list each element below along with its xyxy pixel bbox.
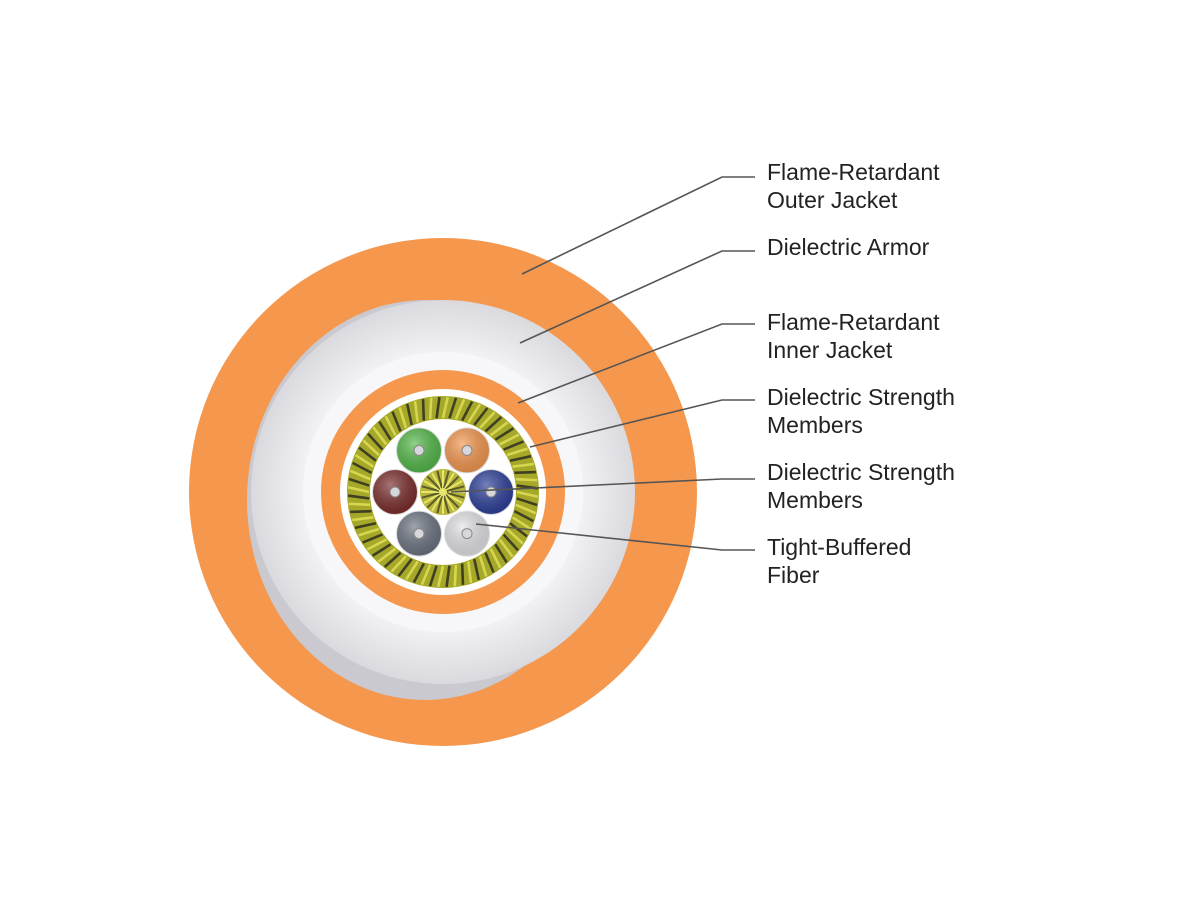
yarn-strand <box>467 561 473 583</box>
tight-buffered-fibers <box>371 426 515 558</box>
yarn-strand <box>354 453 375 468</box>
yarn-strand <box>460 563 465 585</box>
yarn-strand <box>397 558 413 577</box>
leader-line-strength-members-1 <box>529 399 755 448</box>
yarn-strand <box>499 433 520 446</box>
yarn-strand <box>514 470 536 475</box>
yarn-strand <box>413 401 419 423</box>
yarn-strand <box>351 461 373 474</box>
yarn-strand <box>512 462 534 468</box>
label-tight-buffered-fiber: Tight-Buffered Fiber <box>767 534 918 588</box>
yarn-strand <box>498 538 514 558</box>
leader-lines <box>450 176 755 551</box>
yarn-strand <box>473 558 481 581</box>
yarn-strand <box>484 416 503 433</box>
yarn-strand <box>515 503 537 515</box>
yarn-strand <box>421 399 426 421</box>
yarn-strand <box>378 420 392 441</box>
yarn-strand <box>441 396 450 419</box>
fiber-slate <box>395 509 443 558</box>
yarn-strand <box>347 485 370 494</box>
yarn-strand <box>436 565 445 588</box>
yarn-strand <box>516 497 538 507</box>
yarn-strand <box>509 522 528 538</box>
yarn-strand <box>358 527 380 537</box>
yarn-strand <box>348 502 371 507</box>
yarn-strand <box>489 421 509 437</box>
yarn-strand <box>366 538 387 551</box>
leader-line-tight-buffered-fiber <box>475 523 755 551</box>
yarn-strand <box>454 398 466 420</box>
yarn-strand <box>350 509 372 514</box>
yarn-strand <box>398 407 408 429</box>
yarn-strand <box>362 439 380 456</box>
yarn-strand <box>473 407 489 426</box>
yarn-strand <box>383 551 402 568</box>
yarn-strand <box>435 396 441 419</box>
leader-line-strength-members-2 <box>450 478 755 493</box>
yarn-strand <box>506 447 528 457</box>
yarn-strand <box>390 555 407 573</box>
yarn-strand <box>502 533 519 552</box>
yarn-strand <box>478 555 488 577</box>
label-strength-members-2: Dielectric Strength Members <box>767 459 961 513</box>
fiber-green <box>395 426 443 475</box>
yarn-strand <box>367 432 384 451</box>
yarn-strand <box>515 477 538 482</box>
yarn-strand <box>461 400 474 422</box>
yarn-strand <box>362 533 383 544</box>
yarn-strand <box>428 565 438 587</box>
yarn-strand <box>453 564 458 587</box>
yarn-strand <box>509 454 532 462</box>
label-outer-jacket: Flame-Retardant Outer Jacket <box>767 159 946 213</box>
label-inner-jacket: Flame-Retardant Inner Jacket <box>767 309 946 363</box>
yarn-strand <box>479 411 496 429</box>
yarn-strand <box>349 469 371 481</box>
yarn-strand <box>494 543 508 564</box>
yarn-strand <box>494 427 515 441</box>
leader-line-outer-jacket <box>521 176 755 275</box>
yarn-strand <box>347 494 370 500</box>
yarn-strand <box>511 516 532 531</box>
leader-line-inner-jacket <box>517 323 755 404</box>
yarn-strand <box>484 552 495 573</box>
yarn-strand <box>513 510 535 523</box>
yarn-strand <box>405 403 413 426</box>
yarn-strand <box>467 403 482 424</box>
fiber-orange <box>443 426 491 475</box>
yarn-strand <box>352 516 374 522</box>
fiber-white <box>443 509 491 558</box>
fiber-brown <box>371 468 419 516</box>
yarn-strand <box>391 411 402 432</box>
yarn-strand <box>420 564 432 586</box>
yarn-strand <box>358 446 377 462</box>
yarn-strand <box>371 543 392 557</box>
label-dielectric-armor: Dielectric Armor <box>767 234 930 260</box>
yarn-strand <box>489 548 502 569</box>
yarn-strand <box>404 560 419 581</box>
fiber-blue <box>467 468 515 516</box>
label-strength-members-1: Dielectric Strength Members <box>767 384 961 438</box>
yarn-strand <box>448 397 458 419</box>
yarn-strand <box>506 528 524 545</box>
leader-line-armor <box>519 250 755 344</box>
yarn-strand <box>377 547 397 563</box>
yarn-strand <box>516 490 539 499</box>
yarn-strand <box>445 565 451 588</box>
yarn-strand <box>428 397 433 420</box>
yarn-strand <box>384 415 397 436</box>
callout-labels: Flame-Retardant Outer Jacket Dielectric … <box>767 159 961 588</box>
yarn-strand <box>503 440 524 451</box>
yarn-strand <box>348 477 370 487</box>
yarn-strand <box>412 562 425 584</box>
yarn-strand <box>354 522 377 530</box>
yarn-strand <box>372 426 388 446</box>
